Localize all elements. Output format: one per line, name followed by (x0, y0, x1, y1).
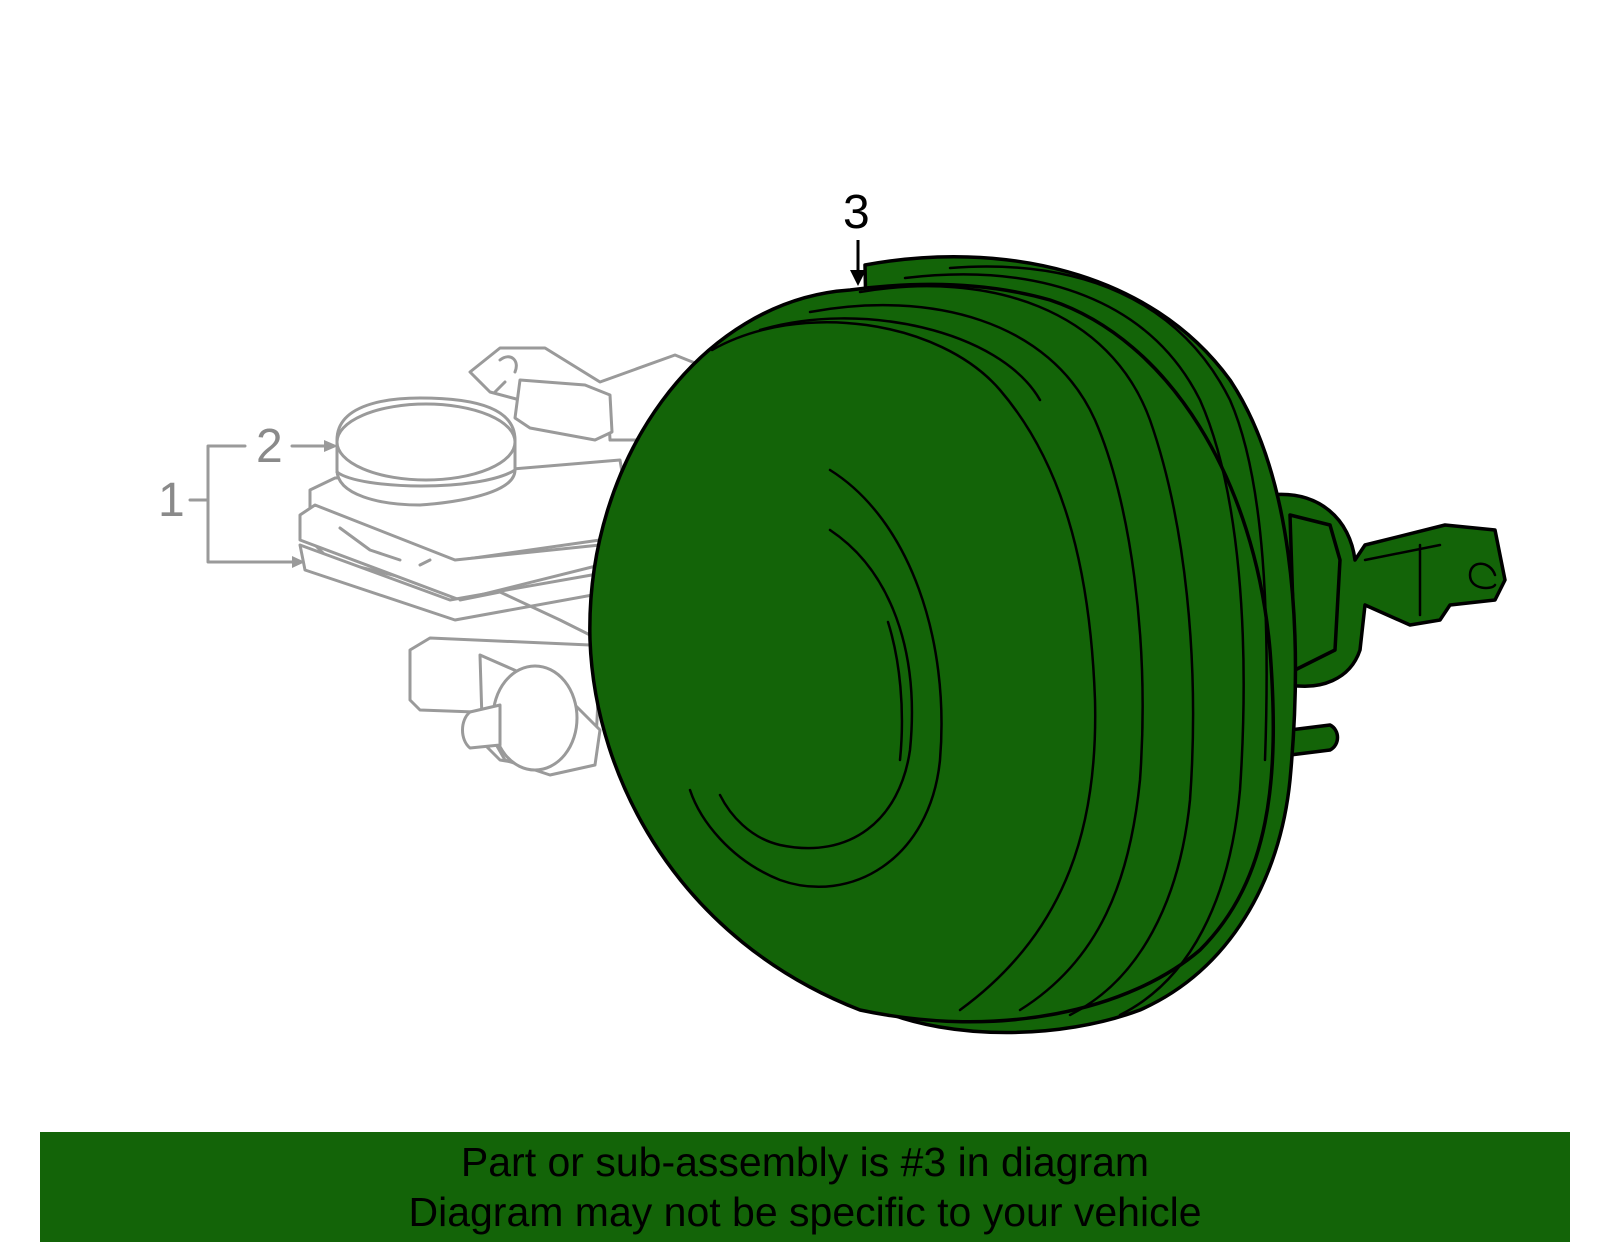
callout-3: 3 (843, 186, 870, 286)
brake-booster-part (588, 255, 1507, 1035)
callout-2: 2 (256, 420, 338, 473)
callout-label-1: 1 (158, 474, 185, 527)
callout-label-3: 3 (843, 186, 870, 239)
info-banner: Part or sub-assembly is #3 in diagram Di… (40, 1132, 1570, 1242)
banner-line-2: Diagram may not be specific to your vehi… (408, 1189, 1202, 1235)
callout-1: 1 (158, 444, 305, 568)
banner-line-1: Part or sub-assembly is #3 in diagram (460, 1139, 1150, 1185)
callout-label-2: 2 (256, 420, 283, 473)
